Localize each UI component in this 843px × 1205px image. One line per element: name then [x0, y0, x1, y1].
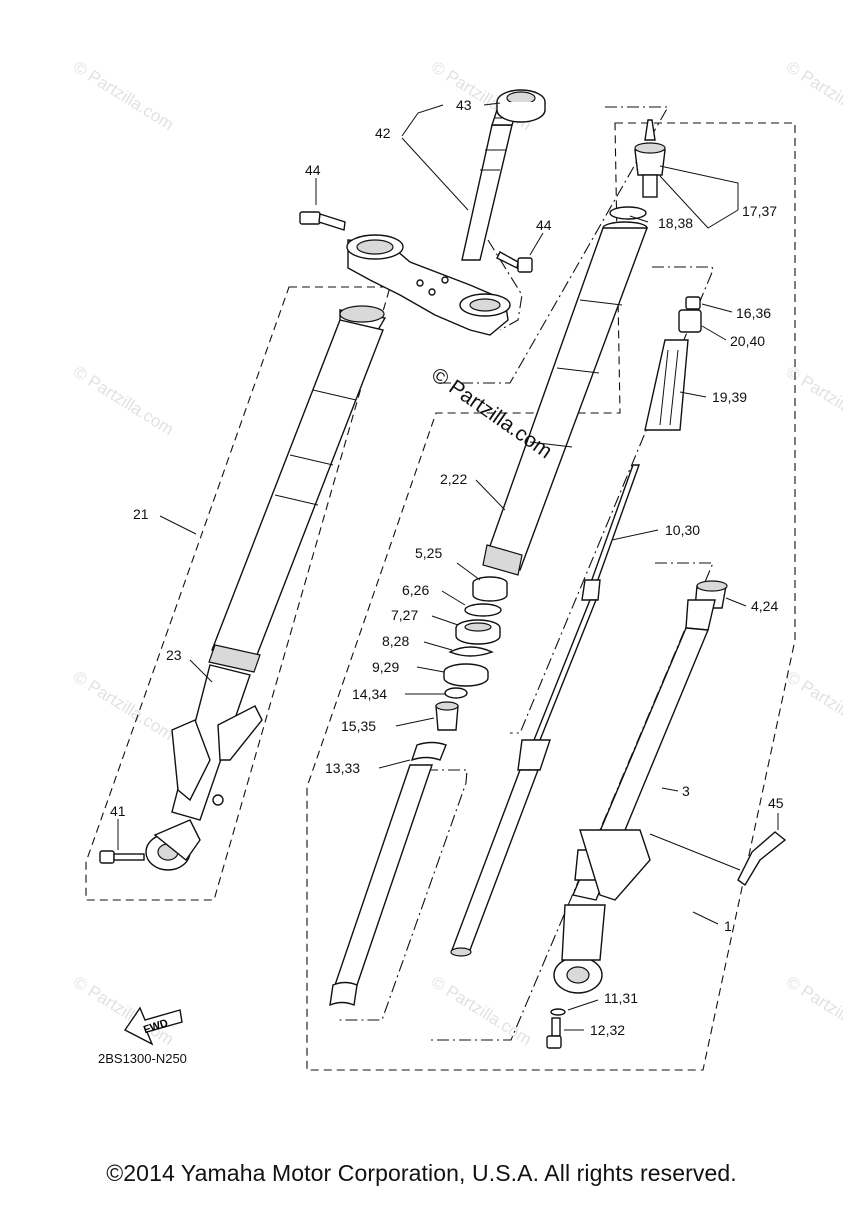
steering-stem-boundary [437, 106, 669, 384]
oil-seal [455, 619, 501, 645]
slide-bushing [464, 603, 502, 617]
label-14-34: 14,34 [352, 686, 387, 702]
label-15-35: 15,35 [341, 718, 376, 734]
spacer [435, 701, 459, 731]
watermark-text: © Partzilla.com [428, 972, 535, 1049]
watermark-text: © Partzilla.com [783, 972, 843, 1049]
watermark-text: © Partzilla.com [70, 57, 177, 134]
label-10-30: 10,30 [665, 522, 700, 538]
watermark-text: © Partzilla.com [783, 667, 843, 744]
damper-rod [450, 464, 640, 957]
diagram-code: 2BS1300-N250 [98, 1051, 187, 1066]
label-11-31: 11,31 [604, 990, 638, 1006]
copyright-footer: ©2014 Yamaha Motor Corporation, U.S.A. A… [106, 1160, 737, 1186]
steering-bearing [496, 89, 546, 123]
label-45: 45 [768, 795, 784, 811]
label-44-right: 44 [536, 217, 552, 233]
watermark-text: © Partzilla.com [783, 362, 843, 439]
collar [678, 309, 702, 333]
damper-rod-boundary [510, 266, 714, 734]
label-12-32: 12,32 [590, 1022, 625, 1038]
steering-stem [461, 109, 518, 261]
bolt-41 [99, 850, 145, 864]
inner-tube [553, 580, 728, 994]
label-19-39: 19,39 [712, 389, 747, 405]
label-18-38: 18,38 [658, 215, 693, 231]
damper-assembly [644, 339, 689, 431]
washer-11 [550, 1008, 566, 1016]
bolt-44-boundary [487, 239, 523, 331]
left-fork-group-boundary [85, 286, 391, 901]
part-labels: 43 42 44 44 17,37 18,38 16,36 20,40 19,3… [98, 97, 784, 1066]
label-42: 42 [375, 125, 391, 141]
label-1: 1 [724, 918, 732, 934]
label-7-27: 7,27 [391, 607, 418, 623]
watermarks: © Partzilla.com © Partzilla.com © Partzi… [70, 57, 843, 1049]
circlip [448, 646, 494, 657]
guide-bushing [472, 576, 508, 602]
label-16-36: 16,36 [736, 305, 771, 321]
left-fork-assembly [145, 305, 387, 871]
label-13-33: 13,33 [325, 760, 360, 776]
cap-bolt [634, 119, 666, 198]
label-5-25: 5,25 [415, 545, 442, 561]
group-boundaries [85, 106, 796, 1071]
label-8-28: 8,28 [382, 633, 409, 649]
label-43: 43 [456, 97, 472, 113]
label-41: 41 [110, 803, 126, 819]
spring-boundary [336, 769, 468, 1021]
fork-spring [329, 741, 447, 1007]
label-17-37: 17,37 [742, 203, 777, 219]
label-20-40: 20,40 [730, 333, 765, 349]
bracket-45 [737, 831, 787, 887]
locknut [685, 296, 701, 310]
label-21: 21 [133, 506, 149, 522]
label-6-26: 6,26 [402, 582, 429, 598]
lower-bracket [346, 234, 511, 336]
bolt-44-left [299, 211, 346, 231]
label-23: 23 [166, 647, 182, 663]
o-ring [609, 206, 647, 220]
label-3: 3 [682, 783, 690, 799]
outer-tube [482, 221, 649, 576]
watermark-text: © Partzilla.com [70, 667, 177, 744]
bolt-44-right [496, 251, 533, 273]
label-9-29: 9,29 [372, 659, 399, 675]
label-44-left: 44 [305, 162, 321, 178]
label-4-24: 4,24 [751, 598, 778, 614]
watermark-text: © Partzilla.com [70, 362, 177, 439]
watermark-text: © Partzilla.com [70, 972, 177, 1049]
dust-seal [443, 663, 489, 687]
bolt-12 [546, 1017, 562, 1049]
leader-lines [117, 102, 779, 1031]
washer [444, 687, 468, 699]
label-2-22: 2,22 [440, 471, 467, 487]
